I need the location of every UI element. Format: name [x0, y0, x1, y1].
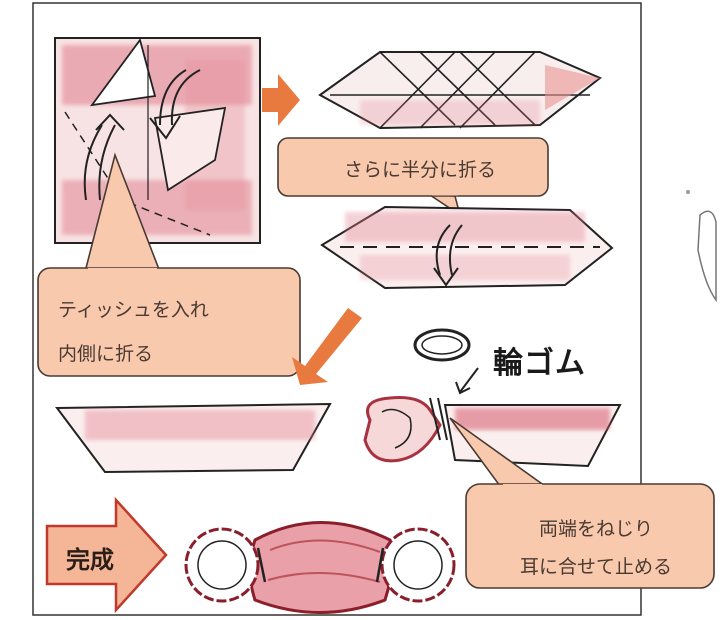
band-arrow-icon [455, 367, 479, 395]
callout-twist-ends [449, 417, 715, 589]
diagonal-step-arrow [292, 308, 362, 385]
callout-insert-tissue [37, 152, 301, 377]
complete-arrow [45, 496, 168, 614]
next-step-arrow [262, 74, 300, 126]
finished-mask [184, 521, 456, 614]
callout-fold-half [277, 137, 549, 217]
step-trapezoid [55, 402, 332, 474]
edge-sketch [697, 210, 717, 303]
twist-ends-line1: 両端をねじり [538, 518, 653, 540]
insert-tissue-line2: 内側に折る [58, 343, 154, 365]
insert-tissue-label: ティッシュを入れ 内側に折る [58, 288, 288, 376]
step-flatten [320, 205, 614, 290]
edge-dot [686, 190, 690, 194]
step-square-cloth [54, 37, 261, 244]
complete-label: 完成 [66, 546, 114, 574]
fold-half-label: さらに半分に折る [343, 159, 496, 181]
twist-ends-line2: 耳に合せて止める [519, 556, 672, 578]
insert-tissue-line1: ティッシュを入れ [58, 299, 209, 321]
rubber-band-icon [413, 328, 471, 362]
rubber-band-label: 輪ゴム [493, 346, 586, 381]
twist-ends-label: 両端をねじり 耳に合せて止める [476, 510, 716, 586]
step-diamond-fold [318, 51, 602, 130]
